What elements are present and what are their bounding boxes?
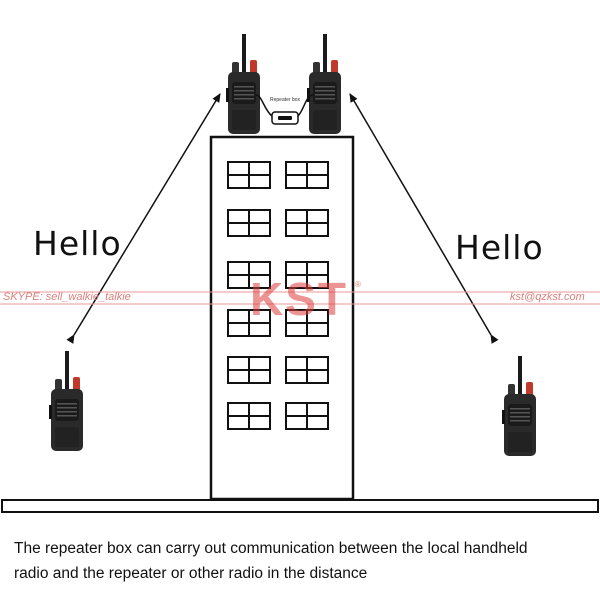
hello-label-left: Hello bbox=[33, 224, 122, 263]
window bbox=[285, 209, 329, 237]
window bbox=[227, 309, 271, 337]
window bbox=[285, 356, 329, 384]
window bbox=[285, 309, 329, 337]
window bbox=[285, 261, 329, 289]
window bbox=[227, 356, 271, 384]
handheld-radio-left bbox=[49, 351, 83, 451]
caption: The repeater box can carry out communica… bbox=[14, 536, 594, 586]
watermark-email: kst@qzkst.com bbox=[510, 291, 585, 303]
repeater-cable bbox=[255, 94, 314, 117]
ground-slab bbox=[1, 499, 599, 513]
kst-logo: KST bbox=[250, 273, 348, 325]
hello-label-right: Hello bbox=[455, 228, 544, 267]
window bbox=[227, 161, 271, 189]
building bbox=[209, 135, 355, 501]
repeater-radio-right bbox=[307, 34, 341, 134]
window bbox=[227, 209, 271, 237]
kst-registered-mark: ® bbox=[355, 280, 361, 289]
window bbox=[227, 261, 271, 289]
repeater-assembly: Repeater box bbox=[226, 34, 341, 134]
building-windows bbox=[227, 161, 329, 430]
window bbox=[285, 402, 329, 430]
watermark-skype: SKYPE: sell_walkie_talkie bbox=[3, 291, 131, 303]
repeater-box-label: Repeater box bbox=[270, 97, 301, 103]
caption-line-1: The repeater box can carry out communica… bbox=[14, 540, 528, 557]
window bbox=[227, 402, 271, 430]
arrow-right bbox=[349, 93, 499, 344]
repeater-radio-left bbox=[226, 34, 260, 134]
handheld-radio-right bbox=[502, 356, 536, 456]
arrow-left bbox=[66, 93, 221, 344]
window bbox=[285, 161, 329, 189]
caption-line-2: radio and the repeater or other radio in… bbox=[14, 565, 368, 582]
